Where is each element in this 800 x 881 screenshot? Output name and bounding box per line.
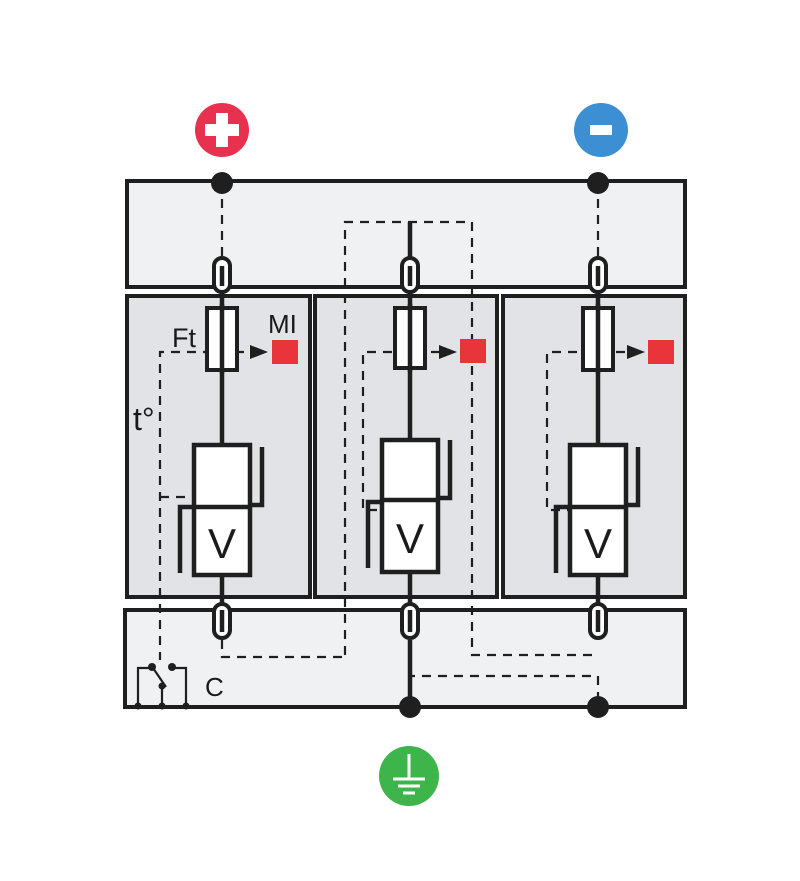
contact-label: C [205, 672, 224, 702]
varistor-label-right: V [584, 520, 612, 567]
terminal-dot-earth-right [587, 696, 609, 718]
terminal-dot-earth-left [399, 696, 421, 718]
terminal-dot-positive [211, 172, 233, 194]
terminal-dots [211, 172, 609, 718]
varistor-middle [379, 437, 441, 575]
indicator-middle [460, 339, 486, 363]
fuse-label: Ft [172, 323, 196, 353]
terminal-dot-negative [587, 172, 609, 194]
earth-ground-icon [379, 746, 439, 806]
varistor-label-left: V [208, 520, 236, 567]
indicator-label: MI [268, 309, 297, 339]
varistor-right [567, 442, 629, 578]
positive-terminal-icon [195, 103, 249, 157]
indicators [272, 339, 674, 364]
connectors [212, 256, 608, 640]
varistors [191, 437, 629, 578]
negative-terminal-icon [574, 103, 628, 157]
indicator-arrows [250, 345, 645, 359]
varistor-left [191, 442, 253, 578]
indicator-right [648, 340, 674, 364]
varistor-brackets [177, 440, 641, 573]
indicator-left [272, 340, 298, 364]
varistor-label-middle: V [396, 515, 424, 562]
thermal-label: t° [133, 401, 155, 437]
